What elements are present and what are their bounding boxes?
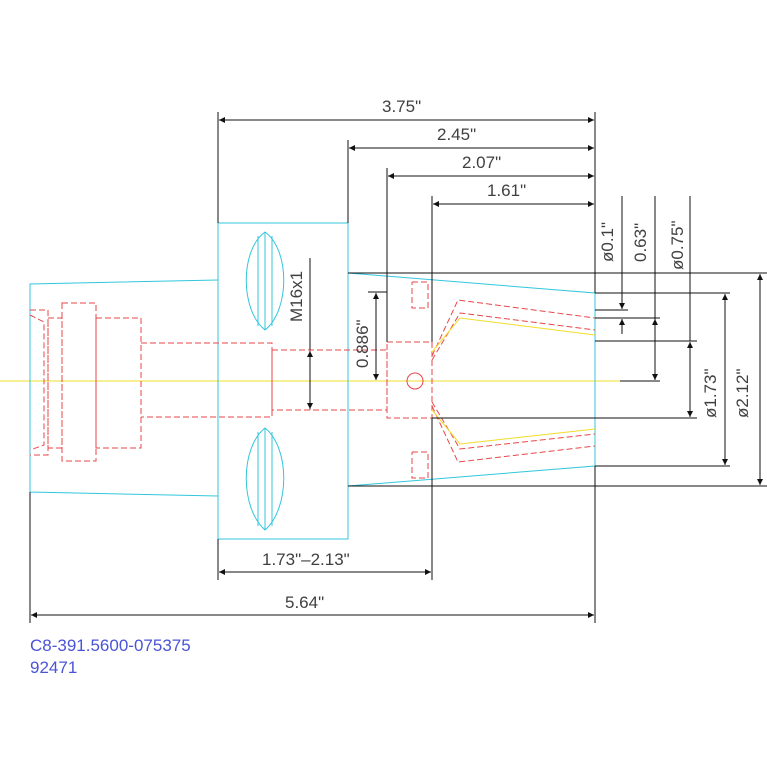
dimension-lines	[29, 112, 767, 623]
dim-length-a: 2.45"	[437, 125, 476, 144]
part-number: C8-391.5600-075375	[30, 636, 191, 655]
dim-dia-212: ø2.12"	[733, 368, 752, 418]
dim-thread: M16x1	[287, 271, 306, 322]
holder-body-outline	[29, 222, 596, 540]
hidden-lines	[29, 281, 596, 479]
dim-length-c: 1.61"	[487, 181, 526, 200]
dim-dia-173: ø1.73"	[701, 368, 720, 418]
dim-dia-075: ø0.75"	[668, 220, 687, 270]
dim-bore-depth: 0.886"	[353, 319, 372, 368]
dim-overall-length: 3.75"	[382, 97, 421, 116]
dim-range-length: 1.73"–2.13"	[262, 550, 350, 569]
dim-length-b: 2.07"	[462, 153, 501, 172]
dim-dia-small: ø0.1"	[598, 222, 617, 262]
dim-063: 0.63"	[631, 223, 650, 262]
part-code: 92471	[30, 658, 77, 677]
dim-total-length: 5.64"	[285, 593, 324, 612]
